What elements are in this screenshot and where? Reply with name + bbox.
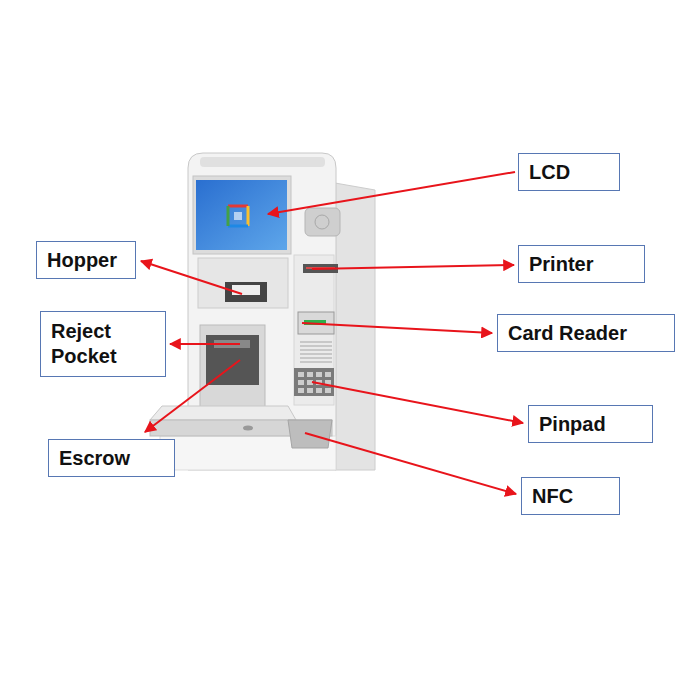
leader-arrow [141, 261, 242, 294]
callout-box: Card Reader [497, 314, 675, 352]
leader-arrow [141, 172, 523, 494]
vent-grille [300, 357, 332, 359]
leader-arrow [268, 172, 515, 214]
hopper-recess [232, 285, 260, 295]
callout-label: Pinpad [539, 412, 642, 436]
leader-arrow [170, 343, 240, 345]
contactless-plate [305, 208, 340, 236]
escrow-opening [200, 325, 265, 410]
vent-grille [300, 349, 332, 351]
callout-box: Hopper [36, 241, 136, 279]
callout-label: Reject Pocket [51, 319, 155, 369]
vent-grille [300, 341, 332, 343]
leader-arrow [312, 265, 514, 269]
leader-arrow [312, 382, 523, 423]
desk-shelf [150, 406, 296, 420]
vent-grille [300, 353, 332, 355]
vent-grille [300, 345, 332, 347]
pinpad-keys [298, 380, 304, 385]
desk-shelf [243, 426, 253, 431]
pinpad-keys [325, 388, 331, 393]
kiosk-body [200, 157, 325, 167]
callout-label: Hopper [47, 248, 125, 272]
callout-box: Printer [518, 245, 645, 283]
vent-grille [300, 342, 332, 362]
pinpad-keys [307, 372, 313, 377]
pinpad-keys [316, 372, 322, 377]
pinpad-keys [298, 388, 304, 393]
lcd-screen [234, 212, 242, 220]
lcd-screen [228, 205, 248, 208]
pinpad-keys [307, 388, 313, 393]
escrow-opening [200, 325, 265, 410]
vent-grille [300, 361, 332, 363]
callout-label: Escrow [59, 446, 164, 470]
hopper-recess [225, 282, 267, 302]
contactless-plate [315, 215, 329, 229]
lcd-screen [193, 176, 291, 254]
pinpad-keys [325, 372, 331, 377]
contactless-plate [305, 208, 340, 236]
pinpad-keys [298, 372, 304, 377]
pinpad-keys [316, 388, 322, 393]
callout-label: LCD [529, 160, 609, 184]
leader-arrow [305, 433, 516, 494]
callout-box: NFC [521, 477, 620, 515]
lcd-screen [228, 225, 248, 228]
callout-box: Reject Pocket [40, 311, 166, 377]
lcd-screen [227, 206, 230, 226]
lcd-screen [196, 180, 287, 250]
callout-box: Escrow [48, 439, 175, 477]
callout-label: NFC [532, 484, 609, 508]
leader-arrow [302, 323, 492, 333]
callout-label: Printer [529, 252, 634, 276]
lcd-screen [193, 176, 291, 254]
escrow-opening [206, 335, 259, 385]
lcd-screen [247, 206, 250, 226]
callout-label: Card Reader [508, 321, 664, 345]
callout-box: Pinpad [528, 405, 653, 443]
callout-box: LCD [518, 153, 620, 191]
